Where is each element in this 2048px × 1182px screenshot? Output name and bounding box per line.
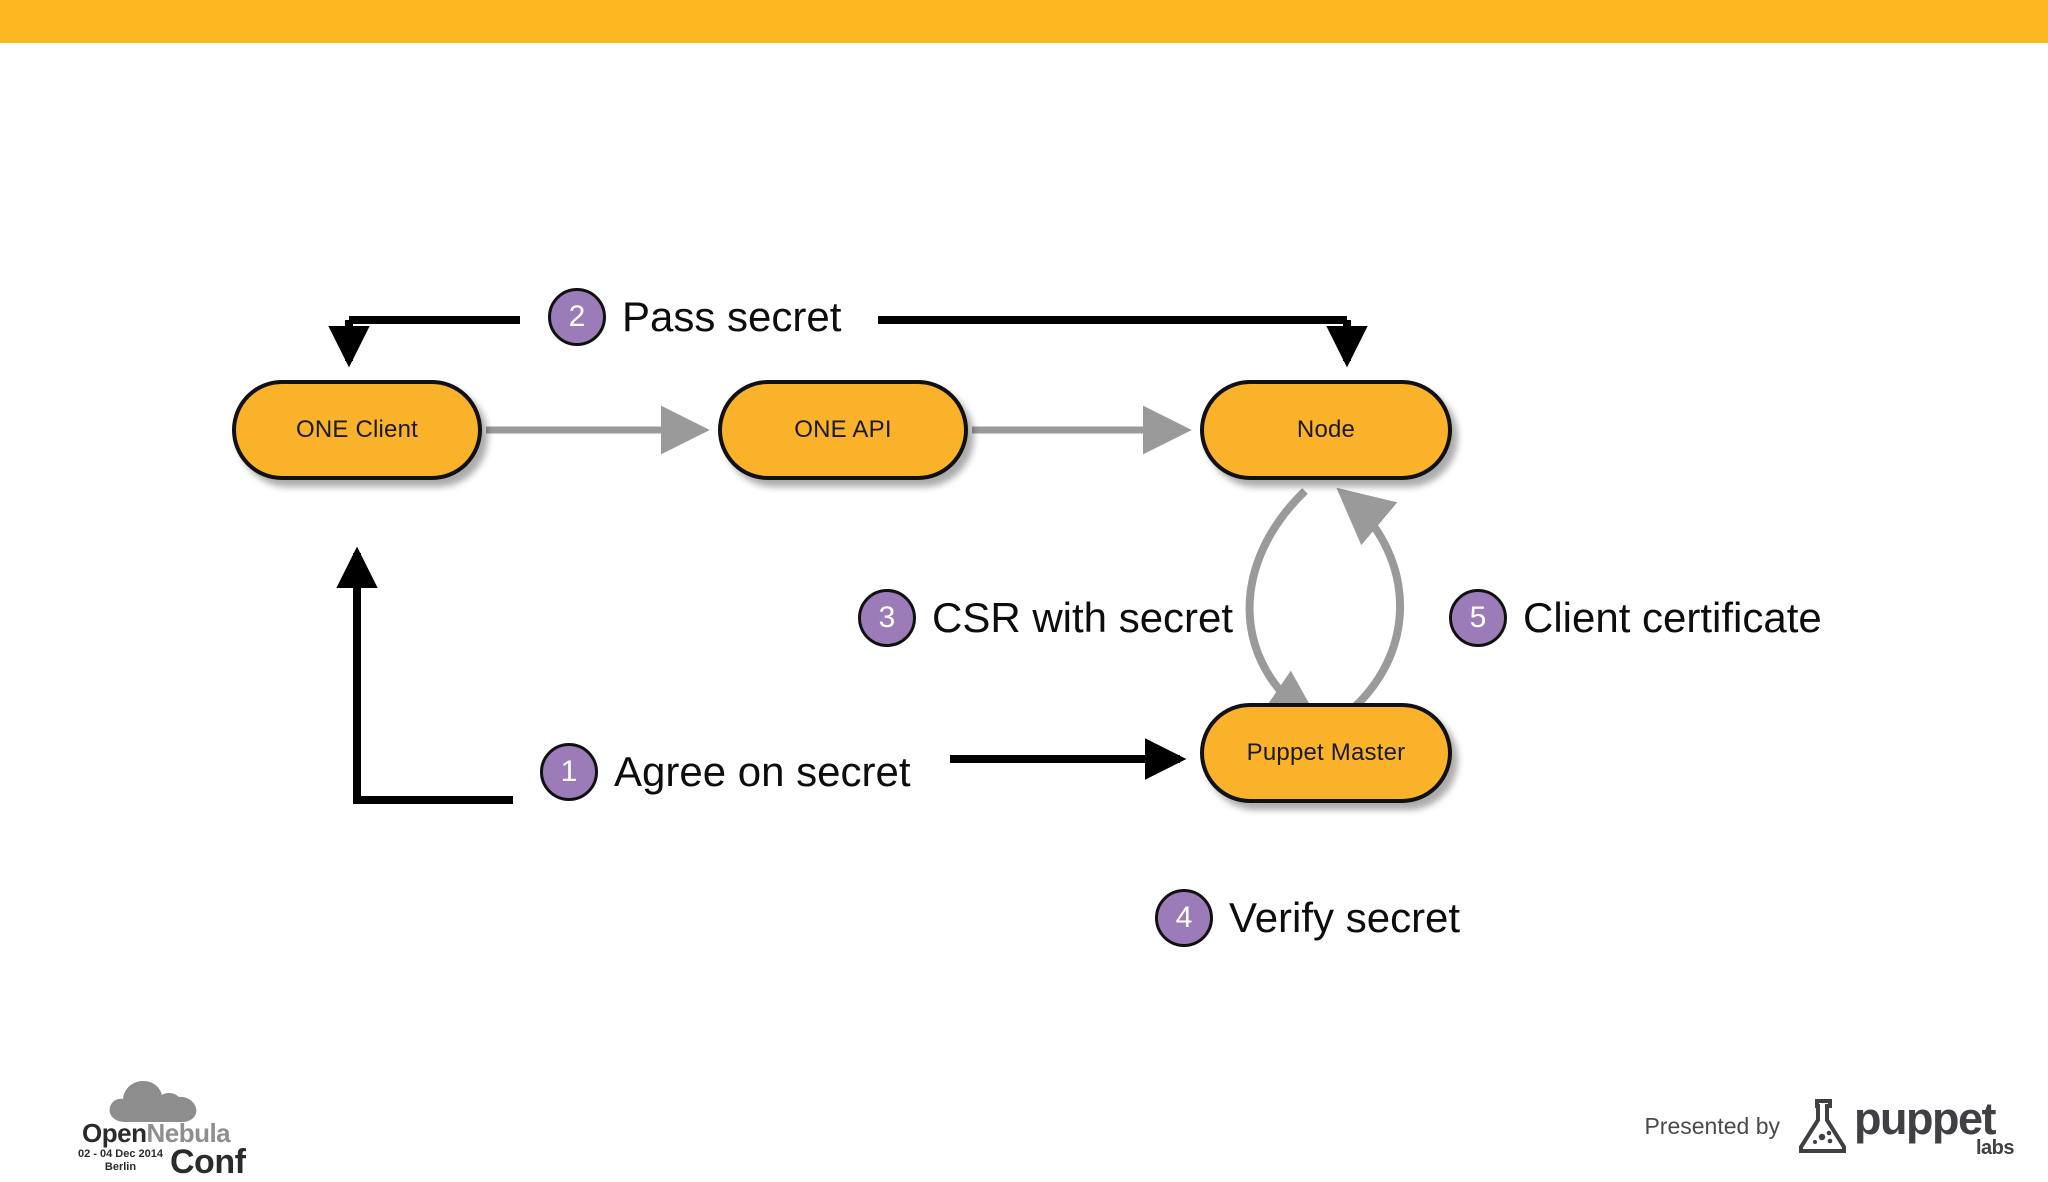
connector-master-to-node [1332,487,1404,727]
step-label-3: CSR with secret [932,594,1234,641]
node-node[interactable]: Node [1200,380,1452,480]
step-label-5: Client certificate [1523,594,1822,641]
step-badge-4: 4 [1155,889,1213,947]
diagram-connectors [328,316,1404,804]
puppet-labs-logo: puppet labs [1796,1093,2015,1158]
step-label-2: Pass secret [622,293,842,340]
step-badge-3: 3 [858,589,916,647]
top-brand-bar [0,0,2048,43]
step-label-1: Agree on secret [614,748,911,795]
step-annotation-1: 1 Agree on secret [540,743,911,801]
node-one-api[interactable]: ONE API [718,380,968,480]
step-badge-2: 2 [548,288,606,346]
presented-by-credit: Presented by puppet labs [1644,1093,2015,1158]
node-one-client[interactable]: ONE Client [232,380,482,480]
labs-text: labs [1975,1137,2015,1159]
open-text: Open [82,1118,147,1148]
flask-icon [1799,1099,1846,1153]
step-annotation-5: 5 Client certificate [1449,589,1822,647]
slide-canvas: ONE Client ONE API Node Puppet Master 1 … [0,43,2048,1181]
step-label-4: Verify secret [1229,894,1461,941]
conf-date-line: 02 - 04 Dec 2014 [77,1148,163,1160]
step-annotation-4: 4 Verify secret [1155,889,1460,947]
connector-node-to-master [1245,488,1322,726]
nebula-text: Nebula [146,1118,231,1148]
step-badge-5: 5 [1449,589,1507,647]
puppet-text: puppet [1854,1093,1996,1144]
step-badge-1: 1 [540,743,598,801]
node-label: ONE Client [295,416,419,443]
opennebula-name: OpenNebula [82,1118,231,1149]
opennebula-conf-logo: OpenNebula 02 - 04 Dec 2014 Berlin Conf [68,1078,268,1181]
node-label: Puppet Master [1246,739,1406,766]
node-label: Node [1296,416,1356,443]
cloud-icon [109,1081,197,1122]
connector-agree-secret-left [336,546,513,804]
step-annotation-3: 3 CSR with secret [858,589,1233,647]
opennebula-wordmark: OpenNebula 02 - 04 Dec 2014 Berlin Conf [68,1118,268,1181]
node-label: ONE API [794,416,892,443]
presented-by-label: Presented by [1644,1112,1780,1139]
conf-city-line: Berlin [104,1160,137,1173]
step-annotation-2: 2 Pass secret [548,288,841,346]
conf-text: Conf [170,1143,246,1181]
puppet-wordmark: puppet labs [1854,1093,2015,1158]
node-puppet-master[interactable]: Puppet Master [1200,703,1452,803]
